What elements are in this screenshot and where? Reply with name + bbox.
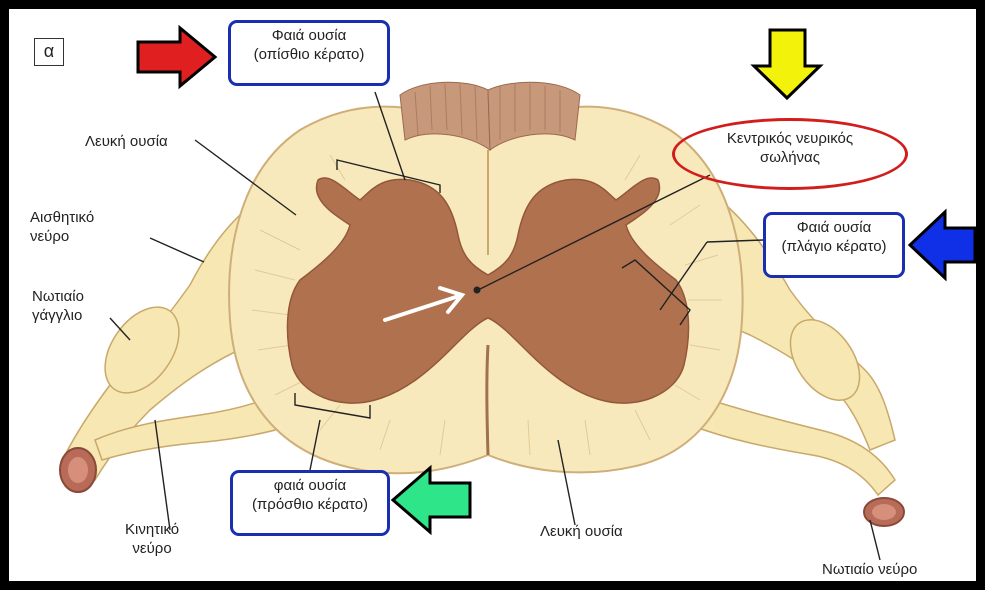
label-white-matter-bottom: Λευκή ουσία [540,522,623,541]
label-line: Φαιά ουσία [231,26,387,45]
label-line: φαιά ουσία [233,476,387,495]
label-line: (πλάγιο κέρατο) [766,237,902,256]
label-sensory-nerve: Αισθητικό νεύρο [30,208,94,246]
red-arrow-icon [138,28,215,86]
yellow-arrow-icon [754,30,820,98]
label-line: Κεντρικός νευρικός [675,129,905,148]
label-central-canal: Κεντρικός νευρικός σωλήνας [672,118,908,190]
panel-letter: α [34,38,64,66]
label-grey-matter-posterior: Φαιά ουσία (οπίσθιο κέρατο) [228,20,390,86]
green-arrow-icon [393,468,470,532]
label-line: νεύρο [125,539,179,558]
anterior-median-fissure [487,345,488,455]
label-spinal-ganglion: Νωτιαίο γάγγλιο [32,287,84,325]
label-spinal-nerve: Νωτιαίο νεύρο [822,560,917,579]
label-line: νεύρο [30,227,94,246]
label-line: Φαιά ουσία [766,218,902,237]
label-line: σωλήνας [675,148,905,167]
blue-arrow-icon [910,212,975,278]
label-line: Κινητικό [125,520,179,539]
label-line: (πρόσθιο κέρατο) [233,495,387,514]
label-line: (οπίσθιο κέρατο) [231,45,387,64]
label-white-matter-top: Λευκή ουσία [85,132,168,151]
label-line: Νωτιαίο [32,287,84,306]
label-grey-matter-anterior: φαιά ουσία (πρόσθιο κέρατο) [230,470,390,536]
label-line: Αισθητικό [30,208,94,227]
label-grey-matter-lateral: Φαιά ουσία (πλάγιο κέρατο) [763,212,905,278]
label-line: γάγγλιο [32,306,84,325]
label-motor-nerve: Κινητικό νεύρο [125,520,179,558]
